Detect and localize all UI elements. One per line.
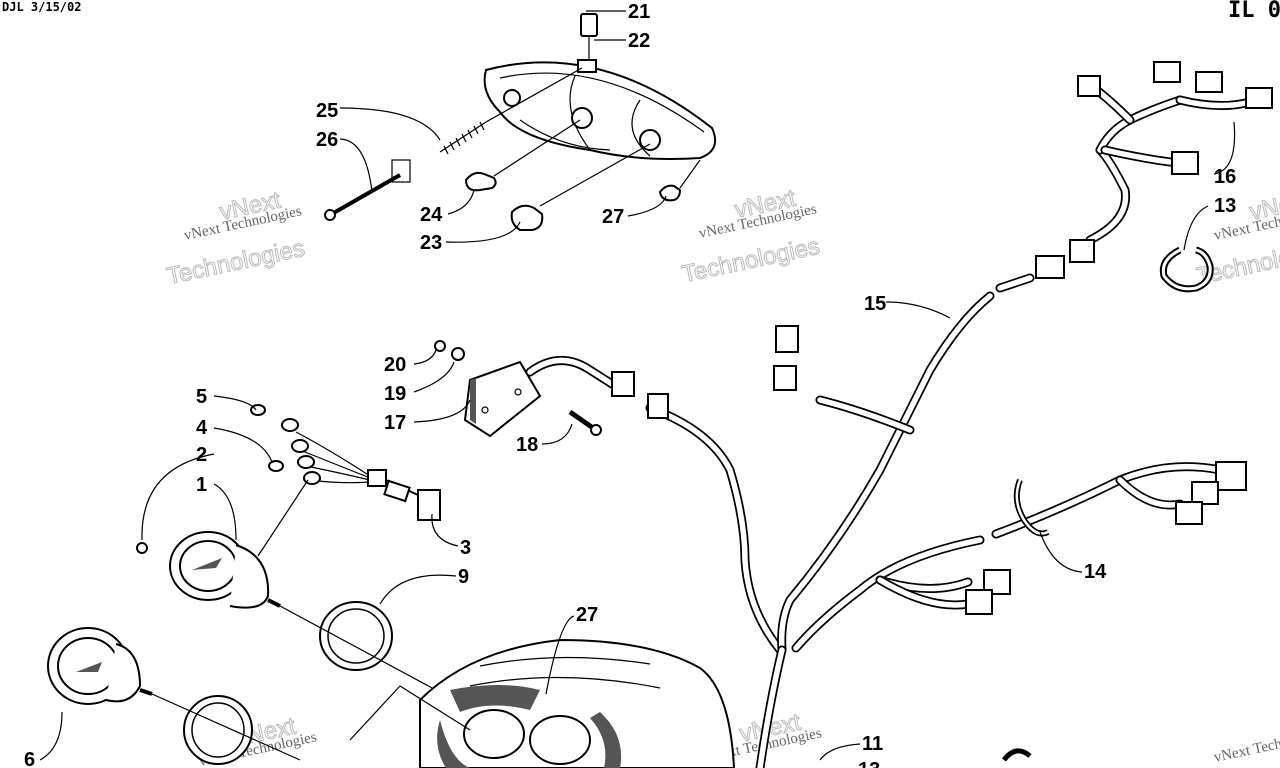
- callout-6: 6: [24, 749, 35, 768]
- callout-13-top: 13: [1214, 195, 1236, 217]
- callout-19: 20: [384, 354, 406, 376]
- instrument-pod: [349, 638, 736, 768]
- watermark-1: vNext vNext Technologies Technologies: [164, 186, 308, 291]
- watermark-2: vNext vNext Technologies Technologies: [679, 184, 823, 289]
- callout-17: 18: [516, 434, 538, 456]
- bulb-2: [136, 542, 148, 554]
- adjuster-spring: [439, 67, 583, 155]
- callout-15: 16: [1214, 166, 1236, 188]
- callout-11: 13: [858, 759, 880, 768]
- main-harness: [645, 83, 1255, 768]
- bezel-8: [319, 601, 393, 671]
- callout-24: 25: [316, 100, 338, 122]
- watermark-6-text: vNext Technologies: [1213, 725, 1280, 766]
- callout-1: 1: [196, 474, 207, 496]
- bulb-23: [464, 119, 581, 192]
- callout-9: 11: [862, 733, 883, 755]
- lamp-lead-harness: [250, 404, 441, 521]
- bulb-26: [658, 159, 701, 202]
- clip-20: [580, 13, 598, 37]
- watermark-6: vNext Technologies: [1213, 725, 1280, 766]
- callout-3: 3: [460, 537, 471, 559]
- callout-2: 2: [196, 444, 207, 466]
- screw-17: [568, 409, 602, 436]
- bezel-lower: [183, 695, 253, 765]
- gauge-6-axis: [151, 693, 301, 761]
- callout-16: 17: [384, 412, 406, 434]
- callout-26: 27: [602, 206, 624, 228]
- callout-27: 27: [576, 604, 598, 626]
- gauge-6: [47, 627, 153, 705]
- callout-18: 19: [384, 383, 406, 405]
- cable-clamp-13-top: [1159, 246, 1214, 293]
- callout-8: 9: [458, 566, 469, 588]
- gauge-1: [169, 531, 281, 609]
- callout-20: 21: [628, 1, 650, 23]
- callout-21: 22: [628, 30, 650, 52]
- callout-25: 26: [316, 129, 338, 151]
- leader-lines: [39, 10, 1236, 761]
- cable-clamp-bottom: [1002, 748, 1032, 762]
- voltage-regulator: [463, 360, 542, 438]
- regulator-connector: [611, 371, 635, 397]
- callout-14: 15: [864, 293, 886, 315]
- headlight-housing: [483, 59, 716, 160]
- harness-connectors: [647, 61, 1273, 615]
- drawing-id: IL 073: [1228, 0, 1280, 23]
- nut-19: [434, 340, 446, 352]
- callout-5: 5: [196, 386, 207, 408]
- callout-23: 24: [420, 204, 443, 226]
- callout-22: 23: [420, 232, 442, 254]
- callout-13-mid: 14: [1084, 561, 1107, 583]
- washer-18: [451, 347, 465, 361]
- callout-4: 4: [196, 417, 208, 439]
- adjuster-screw: [324, 159, 411, 221]
- drawing-date: DJL 3/15/02: [2, 0, 82, 14]
